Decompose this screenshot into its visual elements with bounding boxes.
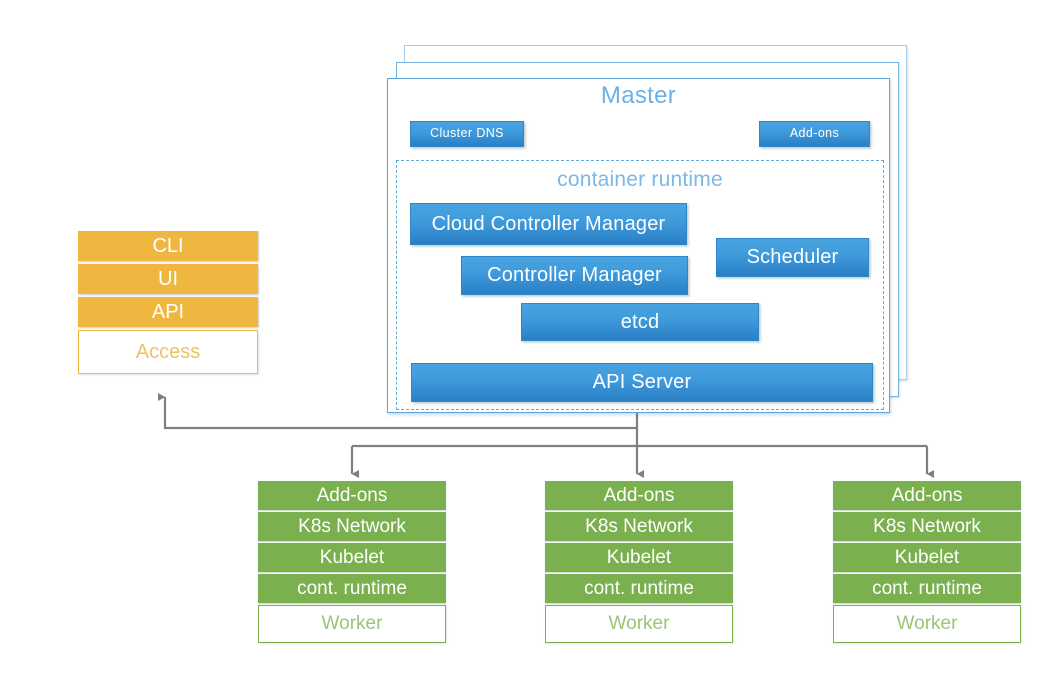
worker-footer-label: Worker (258, 605, 446, 643)
worker-stripe-cont-runtime[interactable]: cont. runtime (545, 574, 733, 603)
controller-manager-box[interactable]: Controller Manager (461, 256, 688, 295)
scheduler-box[interactable]: Scheduler (716, 238, 869, 277)
worker-stripe-cont-runtime[interactable]: cont. runtime (258, 574, 446, 603)
worker-node-2: Add-ons K8s Network Kubelet cont. runtim… (545, 481, 733, 643)
access-stack: CLI UI API Access (78, 231, 258, 374)
worker-stripe-cont-runtime[interactable]: cont. runtime (833, 574, 1021, 603)
cloud-controller-manager-box[interactable]: Cloud Controller Manager (410, 203, 687, 245)
api-server-box[interactable]: API Server (411, 363, 873, 402)
bus-to-access (158, 393, 637, 430)
master-addons-box[interactable]: Add-ons (759, 121, 870, 147)
access-stripe-ui[interactable]: UI (78, 264, 258, 294)
worker-stripe-k8s-network[interactable]: K8s Network (545, 512, 733, 541)
worker-stripe-kubelet[interactable]: Kubelet (833, 543, 1021, 572)
worker-stripe-addons[interactable]: Add-ons (258, 481, 446, 510)
access-stripe-api[interactable]: API (78, 297, 258, 327)
worker-stripe-k8s-network[interactable]: K8s Network (258, 512, 446, 541)
worker-footer-label: Worker (545, 605, 733, 643)
worker-stripe-kubelet[interactable]: Kubelet (545, 543, 733, 572)
cluster-dns-box[interactable]: Cluster DNS (410, 121, 524, 147)
worker-node-3: Add-ons K8s Network Kubelet cont. runtim… (833, 481, 1021, 643)
worker-stripe-addons[interactable]: Add-ons (833, 481, 1021, 510)
worker-stripe-addons[interactable]: Add-ons (545, 481, 733, 510)
access-stripe-cli[interactable]: CLI (78, 231, 258, 261)
worker-footer-label: Worker (833, 605, 1021, 643)
worker-stripe-kubelet[interactable]: Kubelet (258, 543, 446, 572)
worker-stripe-k8s-network[interactable]: K8s Network (833, 512, 1021, 541)
worker-node-1: Add-ons K8s Network Kubelet cont. runtim… (258, 481, 446, 643)
master-title: Master (600, 82, 677, 109)
container-runtime-region (396, 160, 884, 410)
access-footer-label: Access (78, 330, 258, 374)
etcd-box[interactable]: etcd (521, 303, 759, 341)
container-runtime-label: container runtime (557, 168, 723, 191)
